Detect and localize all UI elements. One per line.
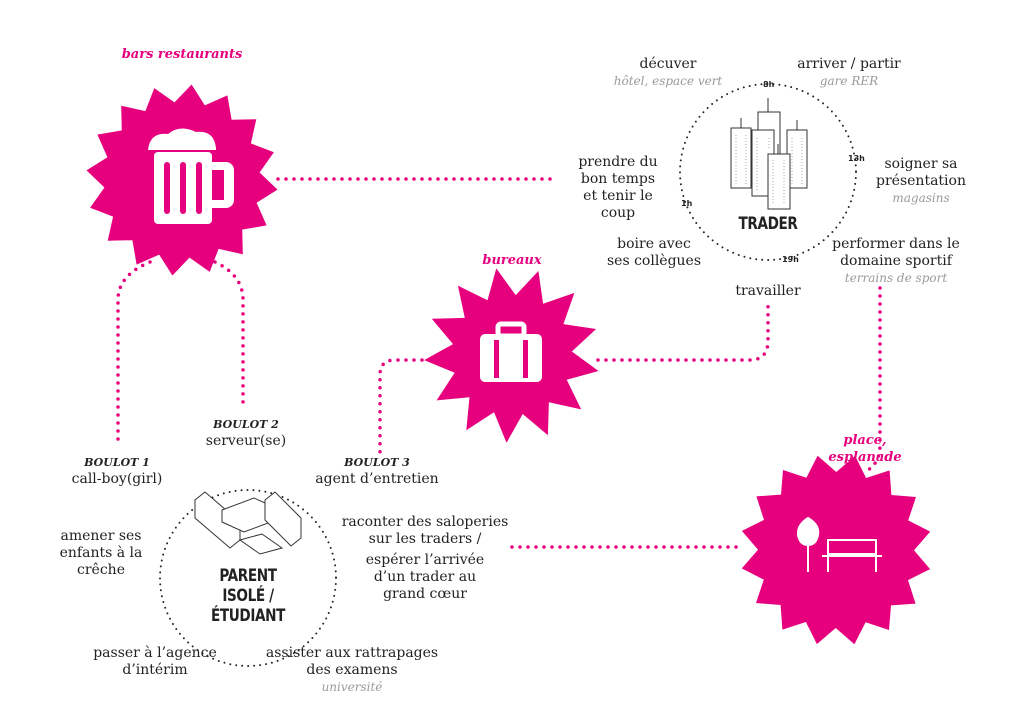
housing-blocks-icon [194,491,302,555]
hour-19h: 19h [782,255,799,264]
trader-activity: boire avec ses collègues [606,236,702,269]
hour-13h: 13h [848,154,865,163]
beer-mug-icon [148,128,234,224]
connector-bureaux-boulot3 [378,358,432,457]
trader-title: TRADER [738,214,798,234]
connector-trader-place [866,286,882,472]
star-place [741,455,931,645]
trader-activity: prendre du bon temps et tenir le coup [578,154,658,221]
connector-bars-boulot2 [213,260,245,410]
parent-activity: espérer l’arrivée d’un trader au grand c… [365,552,485,602]
parent-activity: amener ses enfants à la crêche [59,528,143,578]
trader-day-circle [679,83,857,261]
parent-title: PARENT ISOLÉ / ÉTUDIANT [211,566,285,626]
parent-circle [159,489,337,667]
connector-bars-boulot1 [116,260,152,442]
skyscrapers-icon [730,98,808,210]
parent-activity: passer à l’agence d’intérim [93,645,217,678]
place-label-bars: bars restaurants [121,47,243,62]
place-label-bureaux: bureaux [482,253,542,268]
hour-8h: 8h [763,80,775,89]
briefcase-icon [480,321,542,382]
parent-activity: raconter des saloperies sur les traders … [341,514,509,547]
trader-activity: travailler [735,283,801,299]
connector-bureaux-trader [596,298,770,362]
tree-bench-icon [796,516,882,572]
hour-1h: 1h [681,199,693,208]
place-label-place: place, esplanade [828,433,902,465]
